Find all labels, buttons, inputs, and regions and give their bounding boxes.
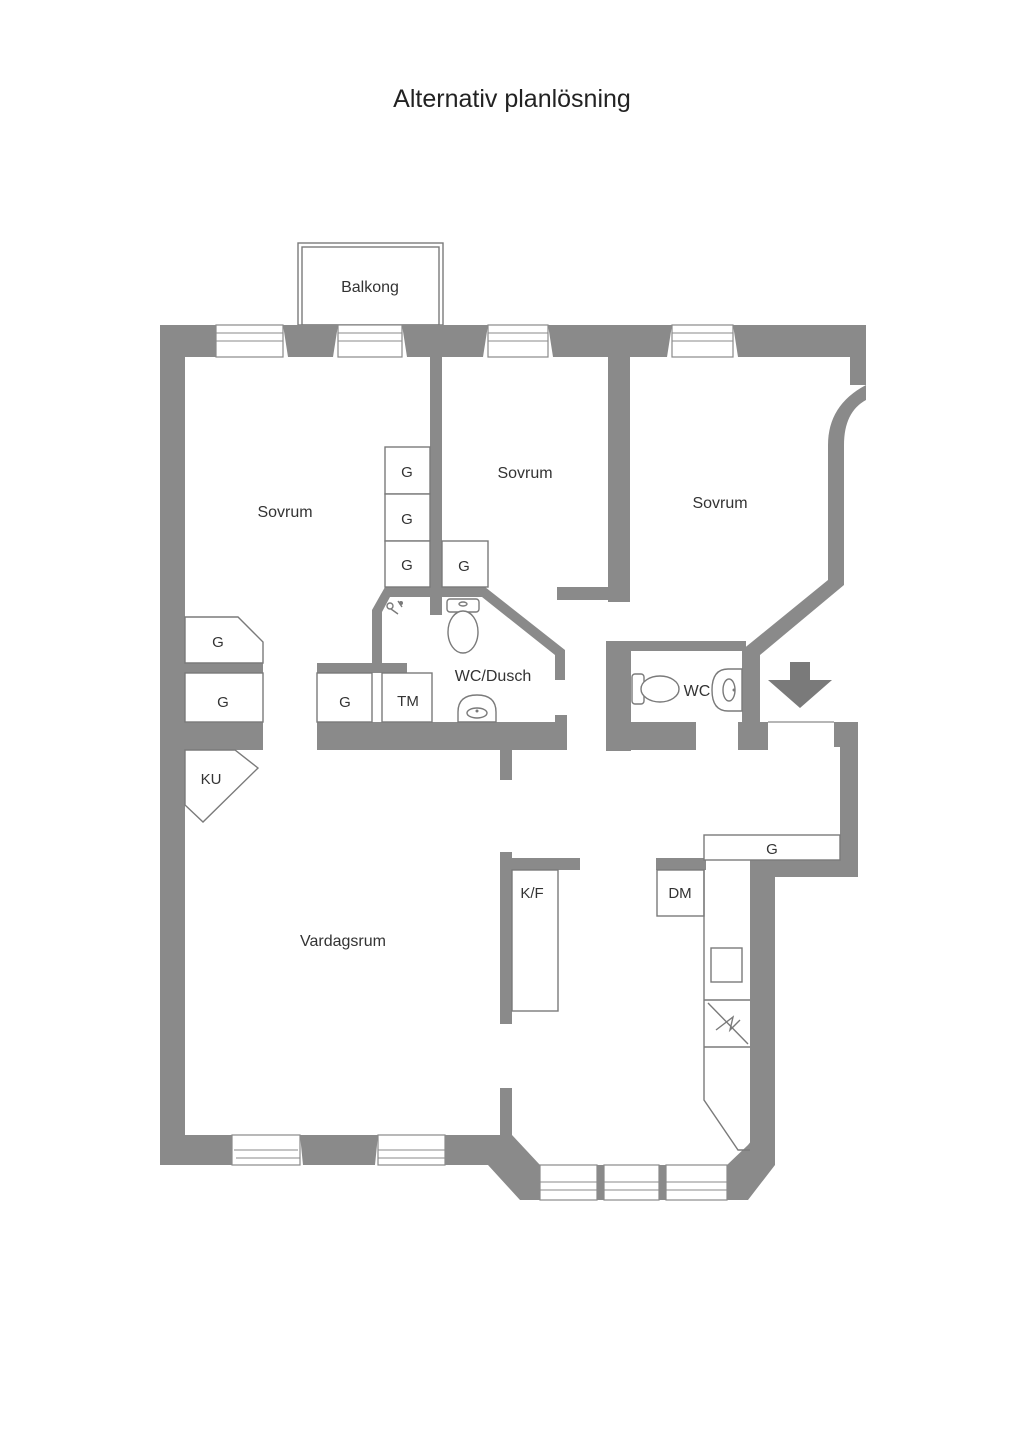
- wc-dusch-label: WC/Dusch: [455, 668, 531, 685]
- entrance-arrow-icon: [768, 662, 832, 708]
- sovrum-label-middle: Sovrum: [497, 465, 552, 482]
- electric-panel-icon: [707, 1002, 749, 1045]
- sovrum-label-right: Sovrum: [692, 495, 747, 512]
- tm-label: TM: [397, 693, 419, 710]
- wardrobe-label: G: [401, 511, 413, 528]
- kitchen-counter: [703, 870, 750, 1151]
- ku-label: KU: [201, 771, 222, 788]
- wardrobe-label: G: [212, 634, 224, 651]
- wc-label: WC: [684, 683, 711, 700]
- dm-label: DM: [668, 885, 691, 902]
- sink-icon: [711, 668, 743, 712]
- vardagsrum-label: Vardagsrum: [300, 933, 386, 950]
- kf-label: K/F: [520, 885, 543, 902]
- sovrum-label-left: Sovrum: [257, 504, 312, 521]
- wardrobe-label: G: [339, 694, 351, 711]
- wardrobe-label: G: [766, 841, 778, 858]
- walls: [160, 325, 866, 1200]
- wardrobe-label: G: [401, 557, 413, 574]
- wardrobe-label: G: [217, 694, 229, 711]
- shower-head-icon: [386, 600, 403, 615]
- toilet-icon: [446, 598, 480, 654]
- wardrobe-label: G: [458, 558, 470, 575]
- windows: [215, 324, 834, 1201]
- toilet-icon: [631, 673, 680, 705]
- wardrobes: [184, 446, 841, 1012]
- wardrobe-label: G: [401, 464, 413, 481]
- balkong-label: Balkong: [341, 279, 399, 296]
- page-title: Alternativ planlösning: [393, 85, 631, 113]
- sink-icon: [457, 694, 497, 723]
- bath-fixtures: [386, 598, 743, 723]
- stove-icon: [710, 947, 743, 983]
